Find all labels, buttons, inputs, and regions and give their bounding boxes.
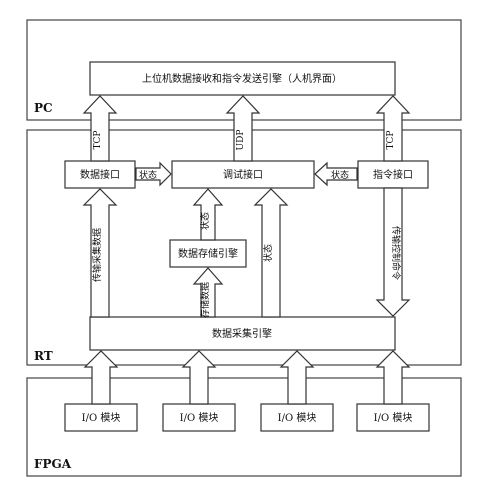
data-interface-box xyxy=(64,160,136,189)
tcp-left-arrow xyxy=(82,95,118,162)
udp-label: UDP xyxy=(236,130,246,151)
tcp-left-label: TCP xyxy=(93,131,103,150)
storage-engine-box xyxy=(169,239,247,268)
upper-engine-label: 上位机数据接收和指令发送引擎（人机界面） xyxy=(142,72,342,85)
status-left-arrow xyxy=(135,161,172,187)
io-up-arrow xyxy=(83,350,119,405)
transfer-data-arrow xyxy=(82,188,118,318)
transfer-cmd-label: 传输控制命令 xyxy=(390,226,402,280)
storage-status-label: 状态 xyxy=(199,212,211,230)
io-module-label: I/O 模块 xyxy=(374,412,413,424)
io-up-arrow xyxy=(181,350,217,405)
tcp-right-label: TCP xyxy=(386,131,396,150)
pc-layer-label: PC xyxy=(34,101,53,115)
storage-engine-label: 数据存储引擎 xyxy=(178,247,238,260)
acq-status-arrow xyxy=(253,188,289,318)
storage-data-label: 存储数据 xyxy=(199,282,211,318)
data-interface-label: 数据接口 xyxy=(80,168,120,181)
io-module-label: I/O 模块 xyxy=(180,412,219,424)
io-module-label: I/O 模块 xyxy=(82,412,121,424)
fpga-layer-label: FPGA xyxy=(34,457,72,471)
acquisition-engine-box xyxy=(89,316,396,351)
tcp-right-arrow xyxy=(375,95,411,162)
io-module-label: I/O 模块 xyxy=(278,412,317,424)
status-right-arrow xyxy=(314,161,358,187)
io-module-box xyxy=(64,403,138,432)
udp-arrow xyxy=(225,95,261,162)
io-up-arrow xyxy=(279,350,315,405)
status-left-label: 状态 xyxy=(139,169,157,181)
io-up-arrow xyxy=(375,350,411,405)
storage-status-arrow xyxy=(192,188,224,241)
transfer-cmd-arrow xyxy=(375,187,411,317)
upper-engine-box xyxy=(89,61,396,96)
rt-layer-label: RT xyxy=(34,349,53,363)
command-interface-label: 指令接口 xyxy=(373,168,413,181)
io-module-box xyxy=(162,403,236,432)
acquisition-engine-label: 数据采集引擎 xyxy=(212,327,272,340)
storage-data-arrow xyxy=(192,267,224,318)
debug-interface-label: 调试接口 xyxy=(223,168,263,181)
acq-status-label: 状态 xyxy=(262,244,274,262)
status-right-label: 状态 xyxy=(331,169,349,181)
transfer-data-label: 传输采集数据 xyxy=(91,228,103,282)
fpga-layer xyxy=(26,377,462,477)
io-module-box xyxy=(260,403,334,432)
